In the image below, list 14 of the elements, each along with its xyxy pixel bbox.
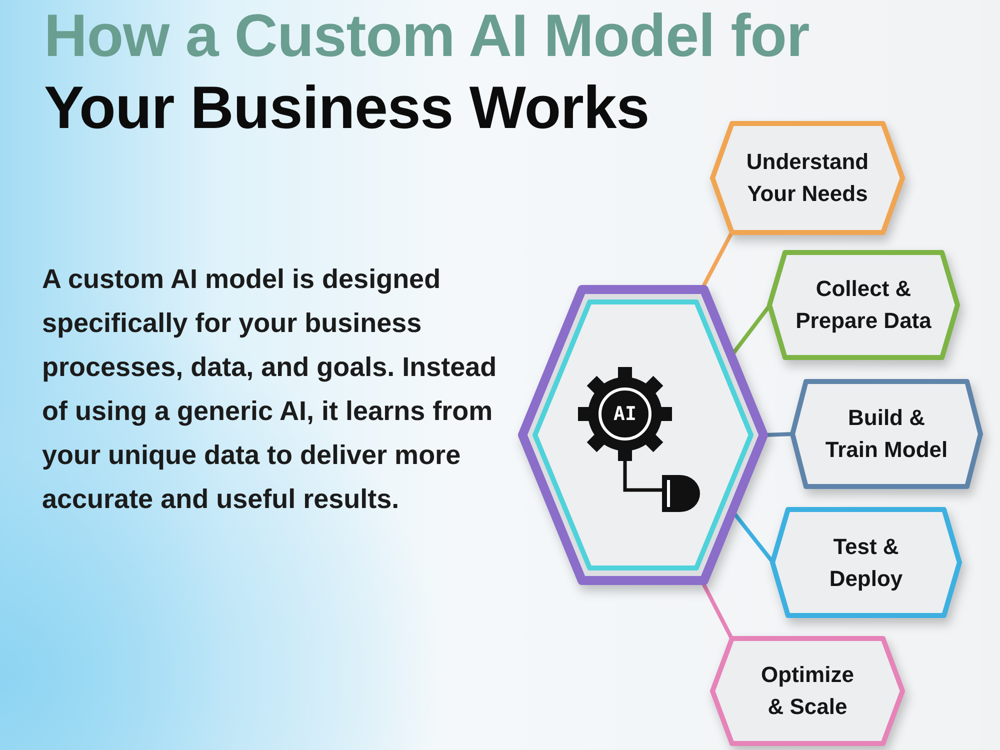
hexagon-node [767, 250, 960, 360]
title: How a Custom AI Model for Your Business Works [44, 1, 810, 143]
icon-label: AI [612, 402, 638, 427]
step-label: Understand Your Needs [745, 148, 870, 208]
step-label: Collect & Prepare Data [794, 275, 932, 335]
hexagon-node [518, 285, 768, 585]
description-text: A custom AI model is designed specifically for your business processes, data, and goals. Instead of using a generic AI, it learns from your unique data to deliver more accurate and useful results. [42, 263, 498, 516]
step-label: Build & Train Model [824, 404, 949, 464]
hexagon-node [790, 379, 983, 489]
step-label: Test & Deploy [828, 532, 904, 593]
hexagon-node [710, 636, 905, 746]
hexagon-node [770, 507, 962, 618]
hexagon-node [710, 121, 905, 235]
step-label: Optimize & Scale [760, 661, 855, 721]
